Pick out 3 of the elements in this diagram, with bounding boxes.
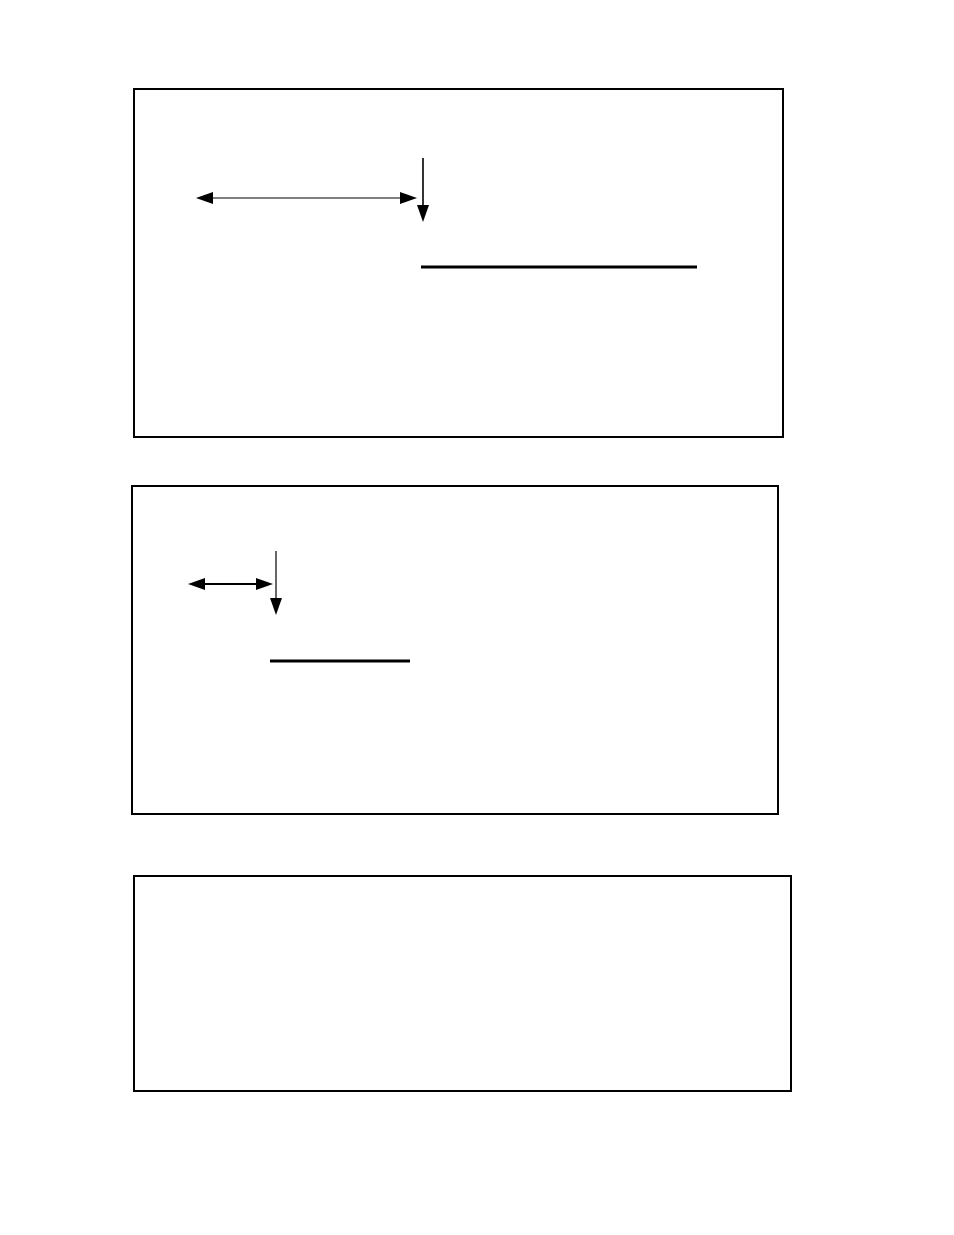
empty-frame [133,875,792,1092]
empty-frame [133,88,784,438]
empty-frame [131,485,779,815]
